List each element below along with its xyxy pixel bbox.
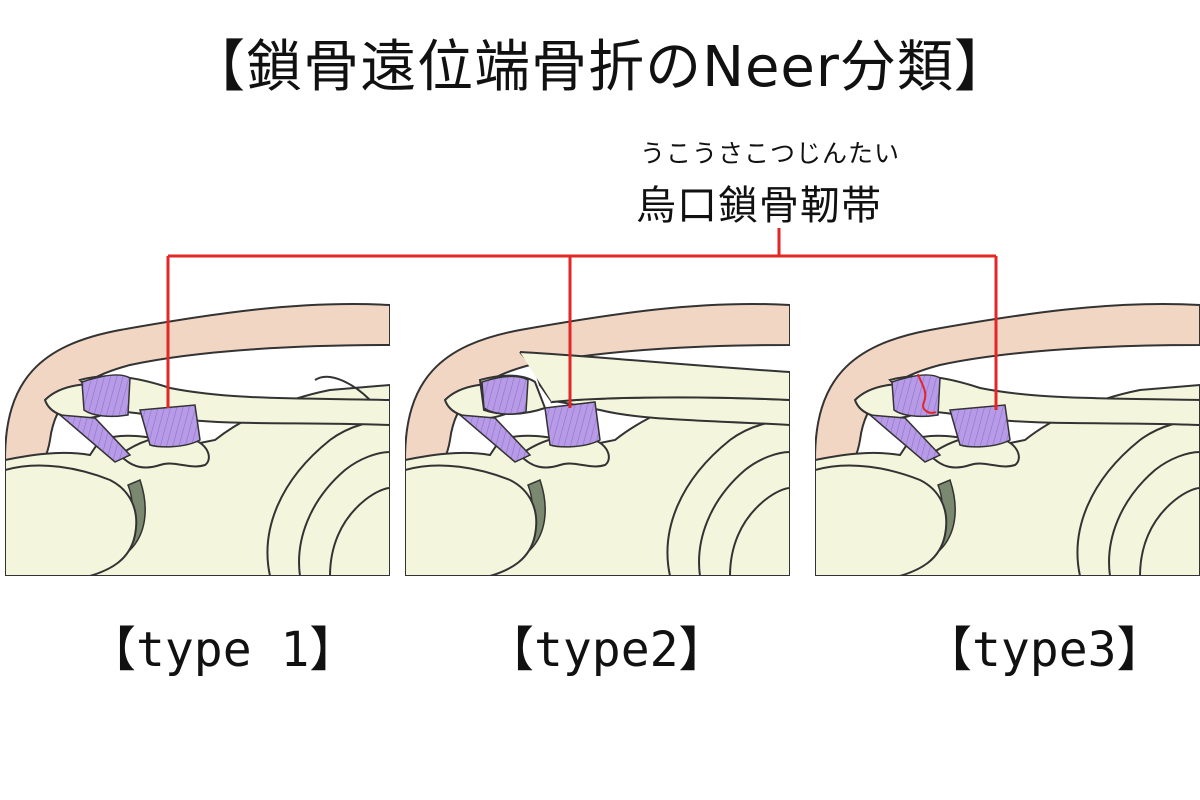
type1-label: 【type 1】	[88, 622, 358, 678]
coracoacromial-ligament	[457, 414, 532, 463]
skin-shape	[5, 302, 390, 482]
rib	[729, 487, 790, 576]
acromioclavicular-ligament	[481, 375, 529, 415]
type2-illustration	[405, 302, 790, 576]
ligament-name: 烏口鎖骨靭帯	[636, 183, 882, 229]
type1-illustration	[5, 302, 390, 576]
fracture-line	[917, 373, 937, 414]
rib	[698, 451, 790, 576]
humeral-head	[815, 464, 948, 576]
type2-label: 【type2】	[486, 622, 727, 678]
coracoclavicular-ligament	[544, 401, 601, 448]
coracoacromial-ligament	[57, 414, 132, 463]
coracoclavicular-ligament	[949, 404, 1011, 448]
coracoclavicular-ligament	[139, 404, 201, 448]
page-title: 【鎖骨遠位端骨折のNeer分類】	[189, 35, 1011, 100]
type3-label: 【type3】	[924, 622, 1165, 678]
rib	[1108, 451, 1200, 576]
acromioclavicular-ligament	[891, 374, 941, 418]
type3-illustration	[815, 302, 1200, 576]
skin-shape	[815, 302, 1200, 482]
rib	[329, 487, 390, 576]
humeral-head	[405, 464, 538, 576]
coracoacromial-ligament	[867, 414, 942, 463]
rib	[1139, 487, 1200, 576]
ligament-reading: うこうさこつじんたい	[640, 139, 901, 168]
skin-shape	[405, 302, 790, 482]
rib	[298, 451, 390, 576]
ligament-leader-lines	[166, 228, 998, 410]
humeral-head	[5, 464, 138, 576]
clavicle-shaft-raised	[519, 351, 790, 403]
acromioclavicular-ligament	[81, 374, 131, 418]
